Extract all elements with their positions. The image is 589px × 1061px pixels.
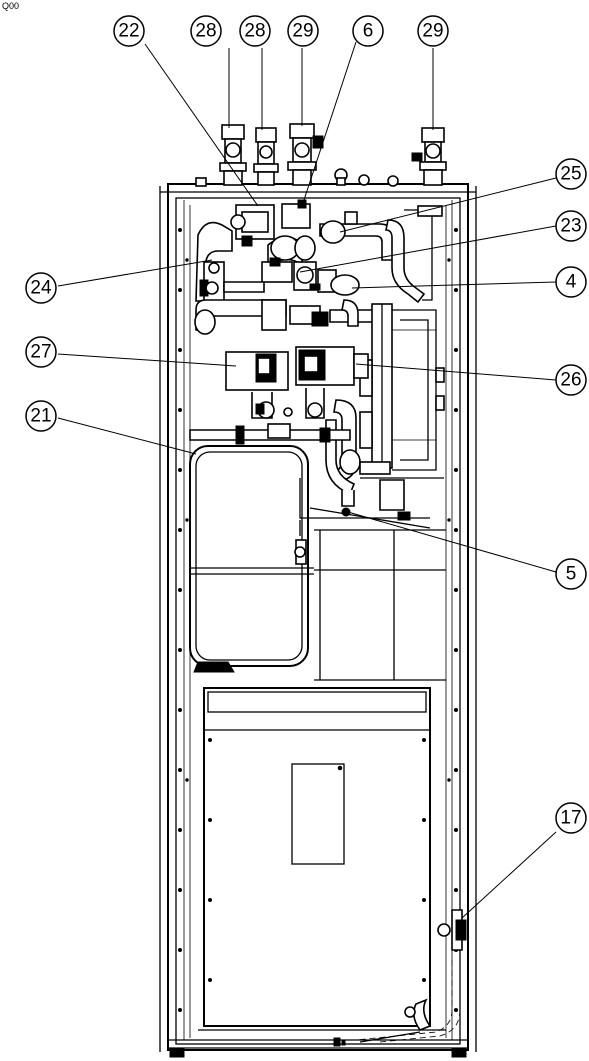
svg-text:22: 22	[118, 21, 139, 42]
lower-tank-panel	[198, 687, 467, 1047]
svg-text:29: 29	[422, 21, 443, 42]
svg-text:23: 23	[560, 216, 581, 237]
callout-17: 17	[555, 802, 587, 834]
svg-text:25: 25	[560, 164, 581, 185]
callout-28-left: 28	[190, 15, 222, 47]
hydraulic-module	[189, 199, 445, 529]
svg-text:26: 26	[560, 370, 581, 391]
expansion-vessel	[189, 445, 314, 673]
callout-28-right: 28	[239, 15, 271, 47]
svg-text:21: 21	[30, 406, 51, 427]
sheet-code: Q00	[2, 1, 19, 11]
callout-23: 23	[555, 210, 587, 242]
callout-25: 25	[555, 158, 587, 190]
callout-4: 4	[555, 266, 587, 298]
callout-24: 24	[25, 272, 57, 304]
callout-6: 6	[352, 15, 384, 47]
top-connections	[195, 123, 447, 187]
svg-text:29: 29	[292, 21, 313, 42]
svg-text:24: 24	[30, 278, 52, 299]
callout-27: 27	[25, 336, 57, 368]
middle-frame	[314, 529, 446, 681]
svg-text:5: 5	[566, 564, 577, 585]
leader-lines	[57, 41, 557, 919]
svg-text:28: 28	[244, 21, 265, 42]
svg-text:6: 6	[363, 21, 374, 42]
callout-21: 21	[25, 400, 57, 432]
cabinet-frame	[159, 183, 477, 1058]
callout-26: 26	[555, 364, 587, 396]
svg-text:17: 17	[560, 808, 581, 829]
callout-29-right: 29	[417, 15, 449, 47]
callout-5: 5	[555, 558, 587, 590]
callout-29-left: 29	[287, 15, 319, 47]
svg-text:4: 4	[566, 272, 577, 293]
callout-22: 22	[113, 15, 145, 47]
svg-text:27: 27	[30, 342, 51, 363]
svg-text:28: 28	[195, 21, 216, 42]
